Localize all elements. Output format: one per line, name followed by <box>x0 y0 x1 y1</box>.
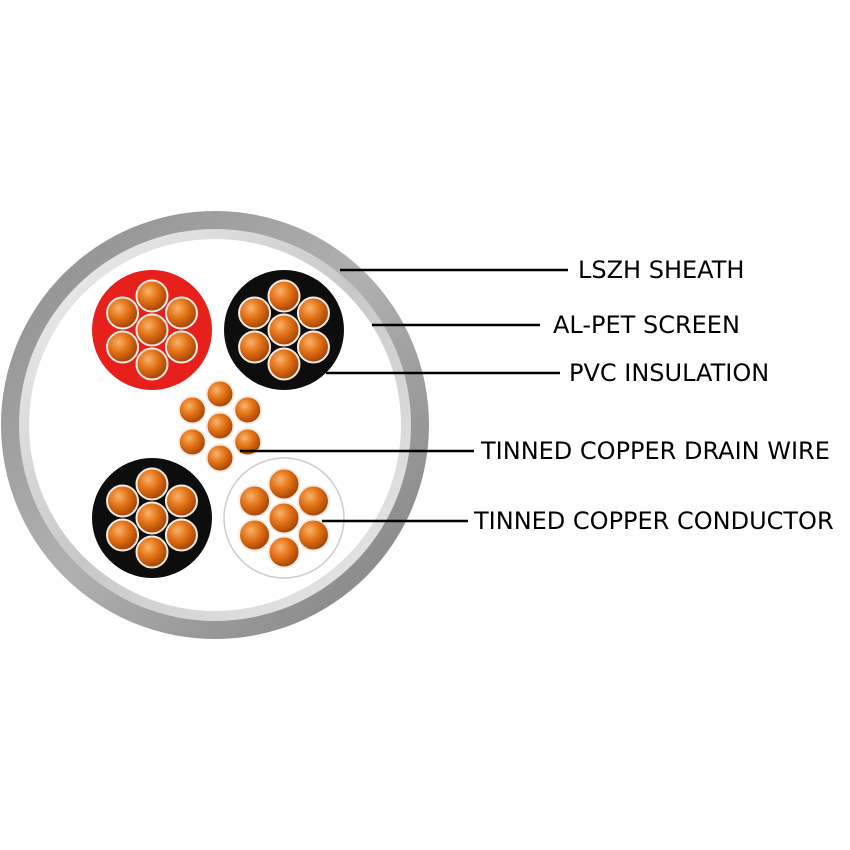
core-black-bottom-strand <box>106 484 140 518</box>
core-black-bottom-strand <box>135 501 169 535</box>
drain-wire-strand <box>177 427 207 457</box>
core-red-strand <box>135 279 169 313</box>
label-pvc-insulation: PVC INSULATION <box>569 359 769 387</box>
label-tinned-copper-conductor: TINNED COPPER CONDUCTOR <box>473 507 834 535</box>
core-red-strand <box>135 313 169 347</box>
core-white-strand <box>267 535 301 569</box>
core-black-top-strand <box>296 296 330 330</box>
core-white-strand <box>296 518 330 552</box>
core-white-strand <box>238 484 272 518</box>
core-black-bottom-strand <box>164 484 198 518</box>
core-white-strand <box>296 484 330 518</box>
drain-wire-strand <box>177 395 207 425</box>
core-black-top-strand <box>296 330 330 364</box>
core-black-top-strand <box>267 313 301 347</box>
core-black-top-strand <box>238 330 272 364</box>
core-red-strand <box>164 330 198 364</box>
drain-wire-strand <box>233 427 263 457</box>
leader-lines <box>240 268 568 523</box>
core-red-strand <box>106 296 140 330</box>
core-white-strand <box>267 467 301 501</box>
core-red-strand <box>106 330 140 364</box>
core-black-top-strand <box>238 296 272 330</box>
core-black-top-strand <box>267 347 301 381</box>
core-black-bottom-strand <box>135 467 169 501</box>
core-black-bottom-strand <box>106 518 140 552</box>
core-black-bottom-strand <box>135 535 169 569</box>
drain-wire-strand <box>205 443 235 473</box>
label-tinned-copper-drain-wire: TINNED COPPER DRAIN WIRE <box>480 437 830 465</box>
core-red-strand <box>135 347 169 381</box>
drain-wire-strand <box>205 379 235 409</box>
label-lszh-sheath: LSZH SHEATH <box>578 256 744 284</box>
core-black-top-strand <box>267 279 301 313</box>
drain-wire-strand <box>205 411 235 441</box>
core-red-strand <box>164 296 198 330</box>
core-black-bottom-strand <box>164 518 198 552</box>
core-white-strand <box>267 501 301 535</box>
label-al-pet-screen: AL-PET SCREEN <box>553 311 740 339</box>
drain-wire-strand <box>233 395 263 425</box>
core-white-strand <box>238 518 272 552</box>
copper-strands <box>106 279 330 569</box>
